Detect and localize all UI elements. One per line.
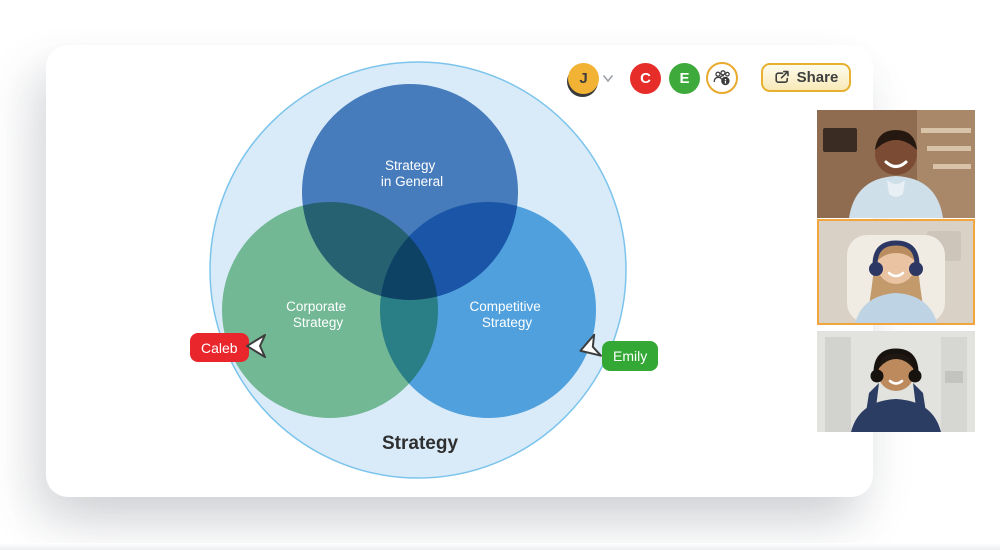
participant-video-3[interactable]: [817, 331, 975, 432]
set-label-left: Corporate Strategy: [286, 299, 350, 330]
cursor-tag-emily: Emily: [602, 341, 659, 371]
people-info-icon: [713, 70, 730, 86]
share-arrow-icon: [775, 70, 789, 83]
participant-photo: [819, 221, 973, 323]
participant-photo: [817, 110, 975, 218]
set-label-right: Competitive Strategy: [469, 299, 544, 330]
cursor-tag-caleb: Caleb: [190, 333, 249, 362]
cursor-name: Emily: [613, 348, 648, 364]
outer-strategy-label: Strategy: [382, 433, 458, 454]
participant-video-1[interactable]: [817, 110, 975, 218]
cursor-arrow-icon: [246, 334, 266, 358]
avatar-initial: E: [679, 70, 690, 87]
share-button-label: Share: [796, 69, 839, 86]
avatar-initial: C: [640, 70, 651, 87]
cursor-name: Caleb: [201, 339, 238, 356]
competitive-strategy-circle[interactable]: [380, 202, 596, 418]
set-label-top: Strategy in General: [381, 158, 443, 189]
collaborator-avatar-c[interactable]: C: [630, 63, 661, 94]
avatar-initial: J: [579, 70, 588, 87]
corporate-strategy-circle[interactable]: [222, 202, 438, 418]
chevron-down-icon[interactable]: [602, 74, 614, 84]
collaborator-avatar-e[interactable]: E: [669, 63, 700, 94]
share-button[interactable]: Share: [761, 63, 851, 92]
participant-video-2-active[interactable]: [817, 219, 975, 325]
cursor-arrow-icon: [579, 333, 602, 357]
participant-photo: [817, 331, 975, 432]
current-user-avatar[interactable]: J: [568, 63, 599, 94]
venn-diagram[interactable]: Strategy in General Corporate Strategy C…: [209, 61, 627, 479]
page-bottom-edge: [0, 543, 1000, 550]
collaborators-info-button[interactable]: [706, 62, 738, 94]
